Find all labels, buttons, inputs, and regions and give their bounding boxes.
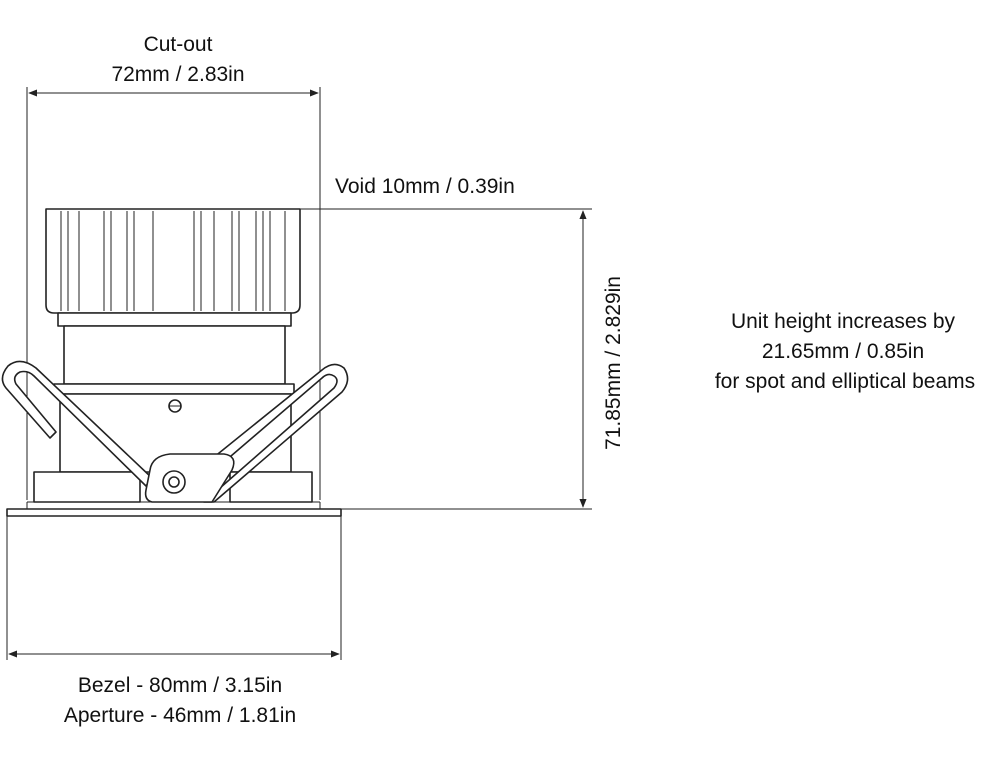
mid-flange	[53, 383, 295, 395]
screw-icon	[168, 399, 182, 413]
height-note: Unit height increases by 21.65mm / 0.85i…	[715, 310, 975, 393]
neck-ring	[57, 312, 292, 327]
spring-clip-left	[1, 360, 153, 487]
bezel-flange	[6, 508, 342, 517]
upper-body	[63, 325, 286, 385]
heatsink	[45, 208, 301, 314]
bezel-dimension: Bezel - 80mm / 3.15in Aperture - 46mm / …	[6, 516, 342, 727]
aperture-label: Aperture - 46mm / 1.81in	[64, 704, 296, 727]
fixture-drawing	[1, 208, 349, 517]
void-label: Void 10mm / 0.39in	[335, 175, 515, 198]
cutout-value: 72mm / 2.83in	[111, 63, 244, 86]
base-collar-left	[33, 471, 141, 503]
cutout-dimension: Cut-out 72mm / 2.83in	[26, 33, 321, 500]
height-label: 71.85mm / 2.829in	[602, 276, 625, 450]
note-line-1: Unit height increases by	[731, 310, 956, 333]
height-dimension: 71.85mm / 2.829in	[300, 208, 625, 510]
note-line-2: 21.65mm / 0.85in	[762, 340, 924, 363]
bezel-label: Bezel - 80mm / 3.15in	[78, 674, 282, 697]
note-line-3: for spot and elliptical beams	[715, 370, 975, 393]
pivot-screw-icon	[162, 470, 186, 494]
cutout-title: Cut-out	[144, 33, 213, 56]
